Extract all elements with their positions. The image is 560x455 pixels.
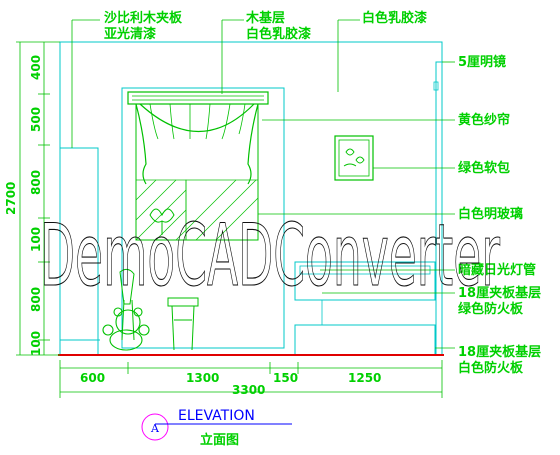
bed-headboard [294,261,436,301]
label-yellow-curtain: 黄色纱帘 [458,112,510,128]
label-plywood-white-1: 18厘夹板基层 [458,344,541,360]
wall-picture [334,135,374,181]
label-plywood-green-2: 绿色防火板 [458,301,524,317]
elevation-title-cn: 立面图 [200,432,239,448]
bed-base [294,324,436,356]
section-marker-letter: A [150,422,160,435]
teddy-bear [102,307,150,351]
label-wood-base: 木基层 [245,10,285,26]
dim-v-6: 100 [29,331,43,356]
elevation-title-en: ELEVATION [178,408,255,424]
dim-h-1: 600 [80,371,105,385]
dim-h-3: 150 [273,371,298,385]
label-matte-varnish: 亚光清漆 [104,26,156,42]
vertical-dimensions [16,41,60,356]
dim-v-2: 500 [29,107,43,132]
headboard-frame [121,87,285,349]
toy-giraffe [119,268,135,341]
horizontal-dimensions [59,360,443,398]
label-green-upholstery: 绿色软包 [458,160,510,176]
label-white-latex-2: 白色乳胶漆 [362,10,427,26]
dim-v-4: 100 [29,227,43,252]
label-hidden-lamp: 暗藏日光灯管 [458,262,536,278]
label-white-latex-1: 白色乳胶漆 [246,26,311,42]
curtain-box [127,91,269,105]
label-plywood-green-1: 18厘夹板基层 [458,285,541,301]
label-wood-panel: 沙比利木夹板 [104,10,183,26]
dim-v-1: 400 [29,55,43,80]
watermark: DemoCADConverter [40,206,500,306]
dim-h-total: 3300 [232,383,265,397]
label-clear-glass: 白色明玻璃 [458,206,523,222]
stool [167,297,199,351]
leader-lines [71,19,455,349]
dim-v-5: 800 [29,287,43,312]
section-marker [141,413,169,441]
label-mirror: 5厘明镜 [458,54,506,70]
dim-v-total: 2700 [4,182,18,215]
dim-v-3: 800 [29,170,43,195]
dim-h-4: 1250 [348,371,381,385]
label-plywood-white-2: 白色防火板 [458,360,524,376]
dim-h-2: 1300 [186,371,219,385]
